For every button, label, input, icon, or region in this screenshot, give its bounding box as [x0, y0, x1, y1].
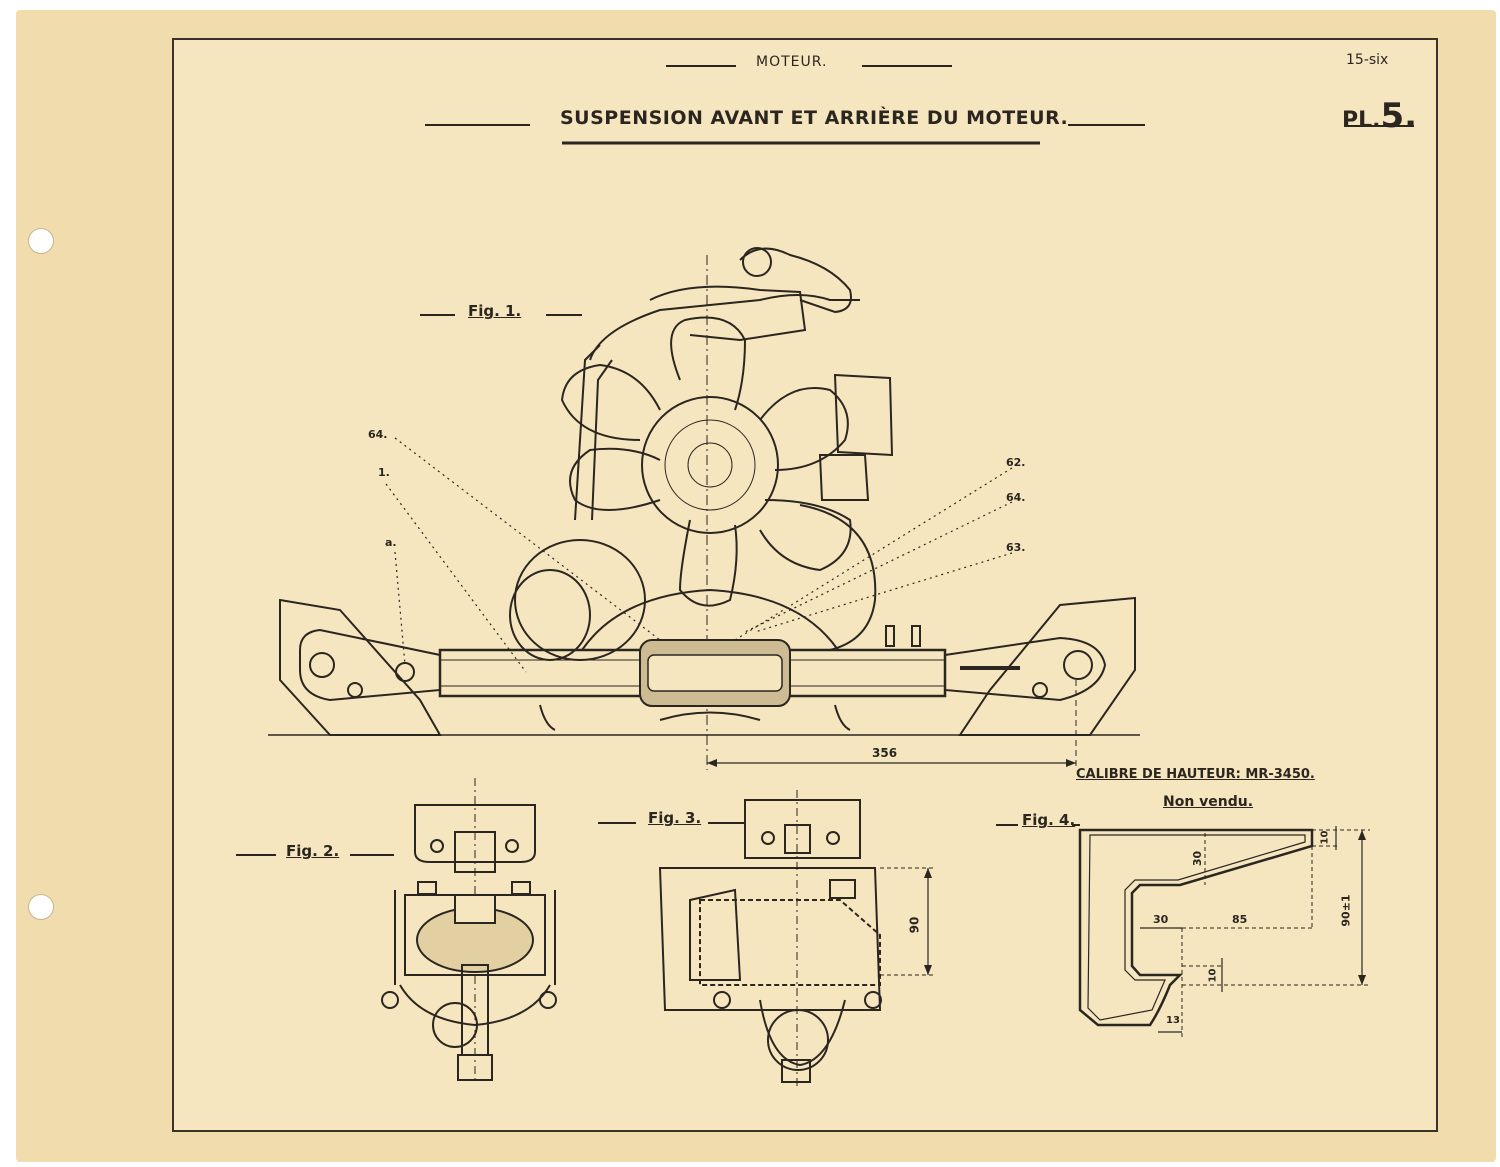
- fig1-engine: [268, 247, 1140, 770]
- fig3-label: Fig. 3.: [648, 809, 702, 827]
- callout-64-left: 64.: [368, 428, 388, 441]
- fig4-label: Fig. 4.: [1022, 811, 1076, 829]
- callout-1: 1.: [378, 466, 390, 479]
- plate-number: PL.5.: [1342, 96, 1417, 136]
- dimension-10-top: 10: [1319, 830, 1331, 845]
- fig1-label: Fig. 1.: [468, 302, 522, 320]
- fig3-mount: [658, 790, 935, 1090]
- callout-62: 62.: [1006, 456, 1026, 469]
- dimension-13: 13: [1166, 1015, 1180, 1026]
- punch-hole-top: [28, 228, 54, 254]
- drawing-frame: [172, 38, 1438, 1132]
- gauge-note: Non vendu.: [1163, 794, 1254, 810]
- callout-a: a.: [385, 536, 397, 549]
- dimension-30-vertical: 30: [1191, 850, 1205, 867]
- page-reference: 15-six: [1346, 52, 1389, 68]
- dimension-90-tolerance: 90±1: [1339, 894, 1353, 927]
- fig2-mount: [381, 778, 557, 1082]
- plate-number-value: 5.: [1380, 96, 1418, 136]
- callout-63: 63.: [1006, 541, 1026, 554]
- punch-hole-bottom: [28, 894, 54, 920]
- drawing-title: SUSPENSION AVANT ET ARRIÈRE DU MOTEUR.: [560, 107, 1069, 129]
- dimension-85: 85: [1232, 913, 1248, 926]
- dimension-30-horizontal: 30: [1153, 913, 1169, 926]
- fig4-gauge: [1078, 826, 1370, 1040]
- callout-64-right: 64.: [1006, 491, 1026, 504]
- gauge-reference: CALIBRE DE HAUTEUR: MR-3450.: [1076, 767, 1315, 782]
- fig2-label: Fig. 2.: [286, 842, 340, 860]
- dimension-90-fig3: 90: [907, 916, 922, 934]
- dimension-356: 356: [872, 746, 898, 760]
- plate-prefix: PL.: [1342, 108, 1381, 133]
- section-heading: MOTEUR.: [756, 54, 828, 70]
- dimension-10-lower: 10: [1207, 968, 1219, 983]
- fig1-leaders: [385, 437, 1013, 673]
